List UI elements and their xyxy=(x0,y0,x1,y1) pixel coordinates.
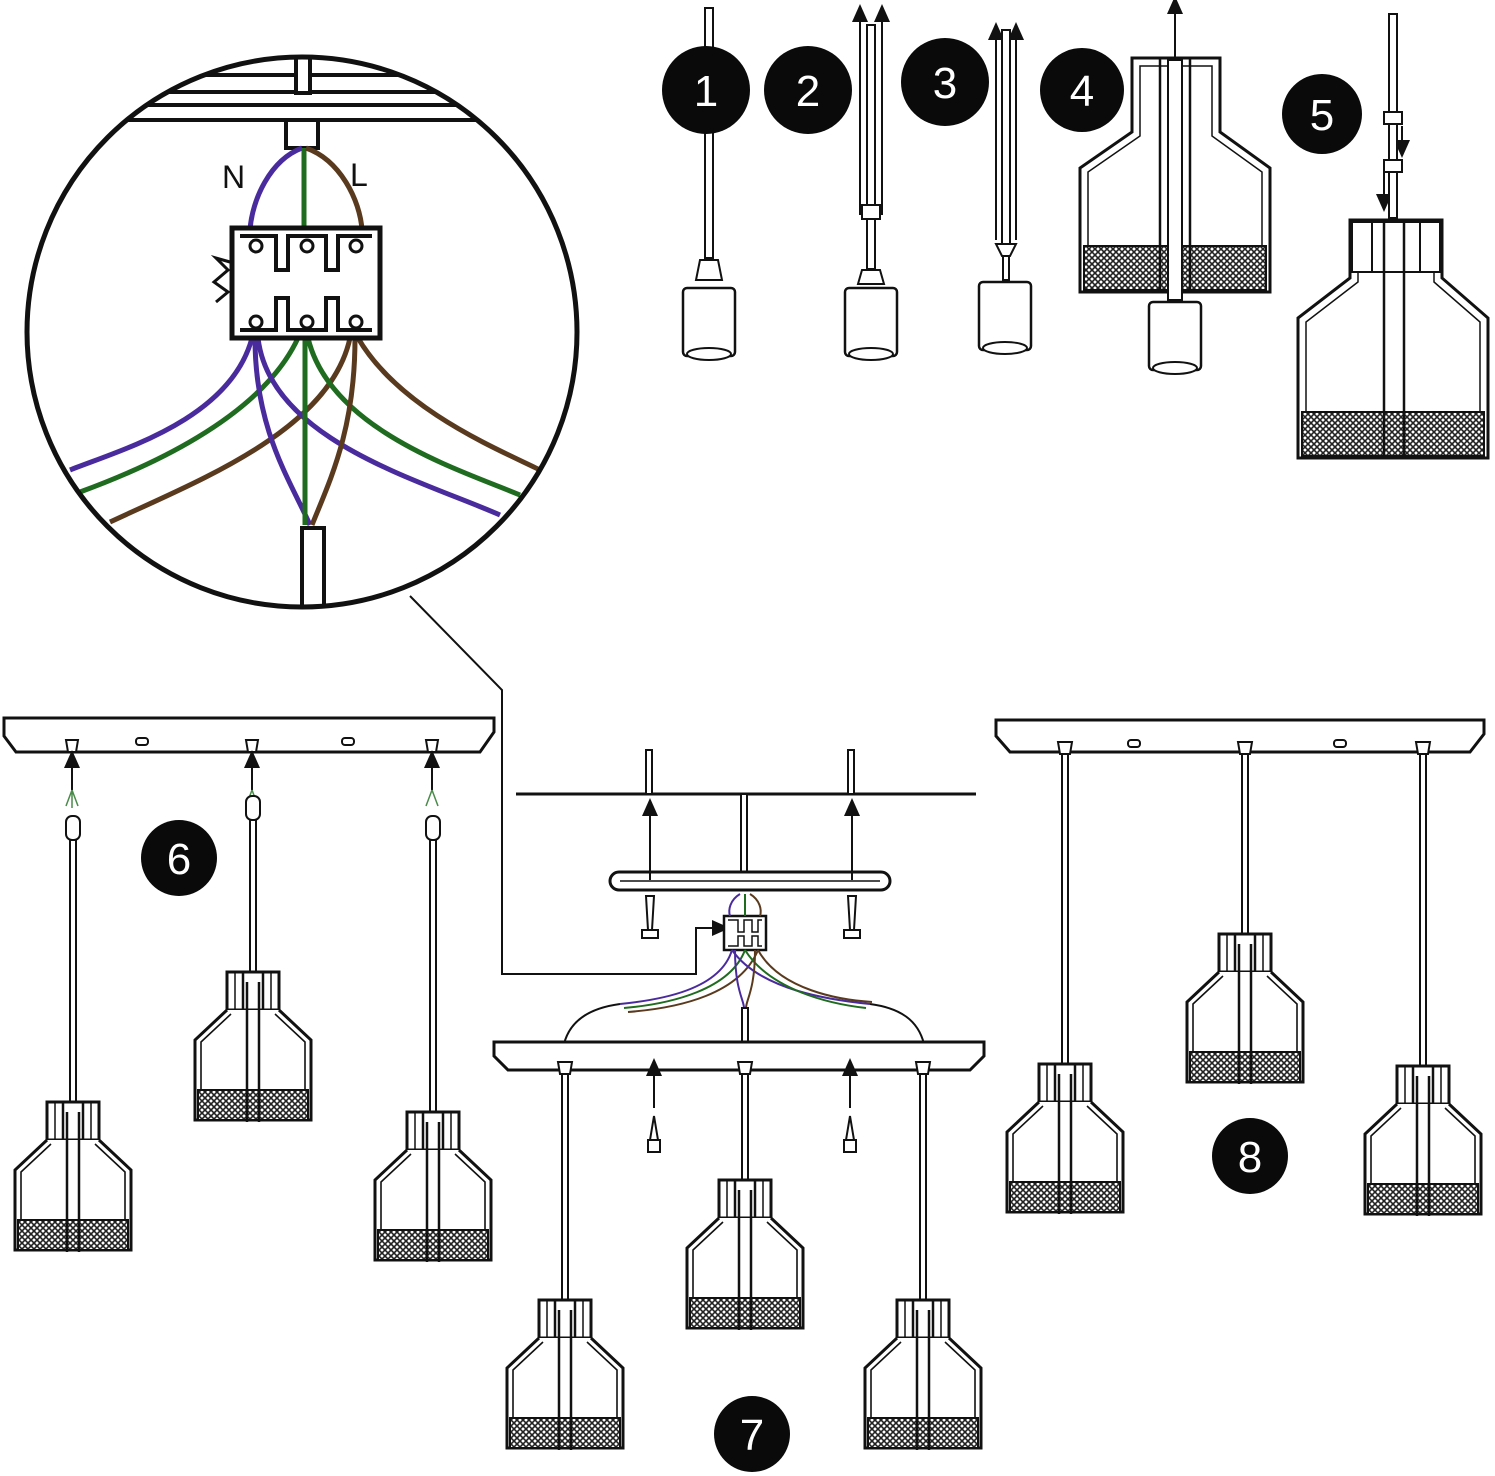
svg-text:2: 2 xyxy=(796,67,820,116)
step-7-badge: 7 xyxy=(714,1396,790,1472)
svg-text:1: 1 xyxy=(694,67,718,116)
step-4-badge: 4 xyxy=(1040,48,1124,132)
step-3-illustration xyxy=(977,22,1033,356)
live-label: L xyxy=(350,157,368,193)
neutral-label: N xyxy=(222,159,245,195)
svg-text:3: 3 xyxy=(933,59,957,108)
step-2-illustration xyxy=(843,4,899,362)
step-8-badge: 8 xyxy=(1212,1118,1288,1194)
wiring-detail-circle: N L xyxy=(24,54,580,610)
step-5-illustration xyxy=(1296,13,1490,460)
step-8-illustration xyxy=(994,718,1486,1218)
svg-text:7: 7 xyxy=(740,1411,764,1460)
step-5-badge: 5 xyxy=(1282,74,1362,154)
step-6-badge: 6 xyxy=(141,820,217,896)
step-6-illustration xyxy=(2,716,496,1264)
step-3-badge: 3 xyxy=(901,38,989,126)
svg-text:8: 8 xyxy=(1238,1133,1262,1182)
detail-leader-line xyxy=(409,595,730,975)
svg-text:4: 4 xyxy=(1070,67,1094,116)
svg-text:6: 6 xyxy=(167,835,191,884)
step-4-illustration xyxy=(1078,0,1272,376)
step-7-illustration xyxy=(492,749,986,1452)
svg-text:5: 5 xyxy=(1310,91,1334,140)
step-1-badge: 1 xyxy=(662,46,750,134)
step-2-badge: 2 xyxy=(764,46,852,134)
